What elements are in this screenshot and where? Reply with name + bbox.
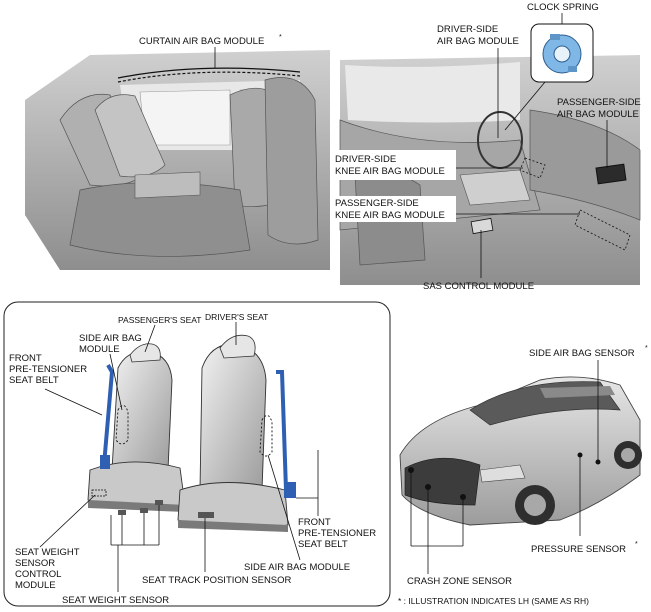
passenger-knee-label-1: PASSENGER-SIDE xyxy=(335,198,419,209)
seat-weight-sensor-label: SEAT WEIGHT SENSOR xyxy=(62,595,169,606)
passenger-air-bag-label-1: PASSENGER-SIDE xyxy=(557,97,641,108)
front-pretensioner-right-label-2: PRE-TENSIONER xyxy=(298,528,376,539)
driver-knee-label-1: DRIVER-SIDE xyxy=(335,154,396,165)
rear-cabin-illustration xyxy=(25,47,330,270)
vehicle-exterior-illustration xyxy=(399,376,642,526)
curtain-air-bag-asterisk: * xyxy=(279,34,282,41)
footnote: * : ILLUSTRATION INDICATES LH (SAME AS R… xyxy=(398,596,589,606)
clock-spring-label: CLOCK SPRING xyxy=(527,2,599,13)
seat-weight-control-label-3: CONTROL xyxy=(15,569,61,580)
seat-weight-control-label-4: MODULE xyxy=(15,580,56,591)
sas-control-module-label: SAS CONTROL MODULE xyxy=(423,281,534,292)
front-pretensioner-left-label-3: SEAT BELT xyxy=(9,375,59,386)
side-air-bag-sensor-label: SIDE AIR BAG SENSOR xyxy=(529,348,635,359)
front-pretensioner-left-label-2: PRE-TENSIONER xyxy=(9,364,87,375)
pressure-sensor-asterisk: * xyxy=(635,541,638,548)
pressure-sensor-label: PRESSURE SENSOR xyxy=(531,544,626,555)
passenger-air-bag-label-2: AIR BAG MODULE xyxy=(557,109,639,120)
crash-zone-sensor-leaders xyxy=(410,473,464,574)
driver-knee-label-2: KNEE AIR BAG MODULE xyxy=(335,166,445,177)
side-air-bag-module-label-2: MODULE xyxy=(79,344,120,355)
side-air-bag-module-label-1: SIDE AIR BAG xyxy=(79,333,142,344)
crash-zone-sensor-label: CRASH ZONE SENSOR xyxy=(407,576,512,587)
passengers-seat-label: PASSENGER'S SEAT xyxy=(118,315,202,325)
side-air-bag-module-bottom-label: SIDE AIR BAG MODULE xyxy=(244,562,350,573)
seats-illustration xyxy=(87,334,296,532)
front-pretensioner-right-label-1: FRONT xyxy=(298,517,331,528)
curtain-air-bag-label: CURTAIN AIR BAG MODULE xyxy=(139,36,264,47)
front-pretensioner-left-label-1: FRONT xyxy=(9,353,42,364)
driver-air-bag-label-1: DRIVER-SIDE xyxy=(437,24,498,35)
clock-spring-callout xyxy=(504,13,594,131)
drivers-seat-label: DRIVER'S SEAT xyxy=(205,312,268,322)
seats-panel-frame xyxy=(3,301,391,607)
front-pretensioner-right-label-3: SEAT BELT xyxy=(298,539,348,550)
seat-weight-sensor-leaders xyxy=(110,505,160,592)
side-air-bag-sensor-asterisk: * xyxy=(645,345,648,352)
seat-weight-control-label-2: SENSOR xyxy=(15,558,55,569)
driver-air-bag-label-2: AIR BAG MODULE xyxy=(437,36,519,47)
seat-weight-control-label-1: SEAT WEIGHT xyxy=(15,547,80,558)
seat-track-position-label: SEAT TRACK POSITION SENSOR xyxy=(142,575,292,586)
passenger-knee-label-2: KNEE AIR BAG MODULE xyxy=(335,210,445,221)
